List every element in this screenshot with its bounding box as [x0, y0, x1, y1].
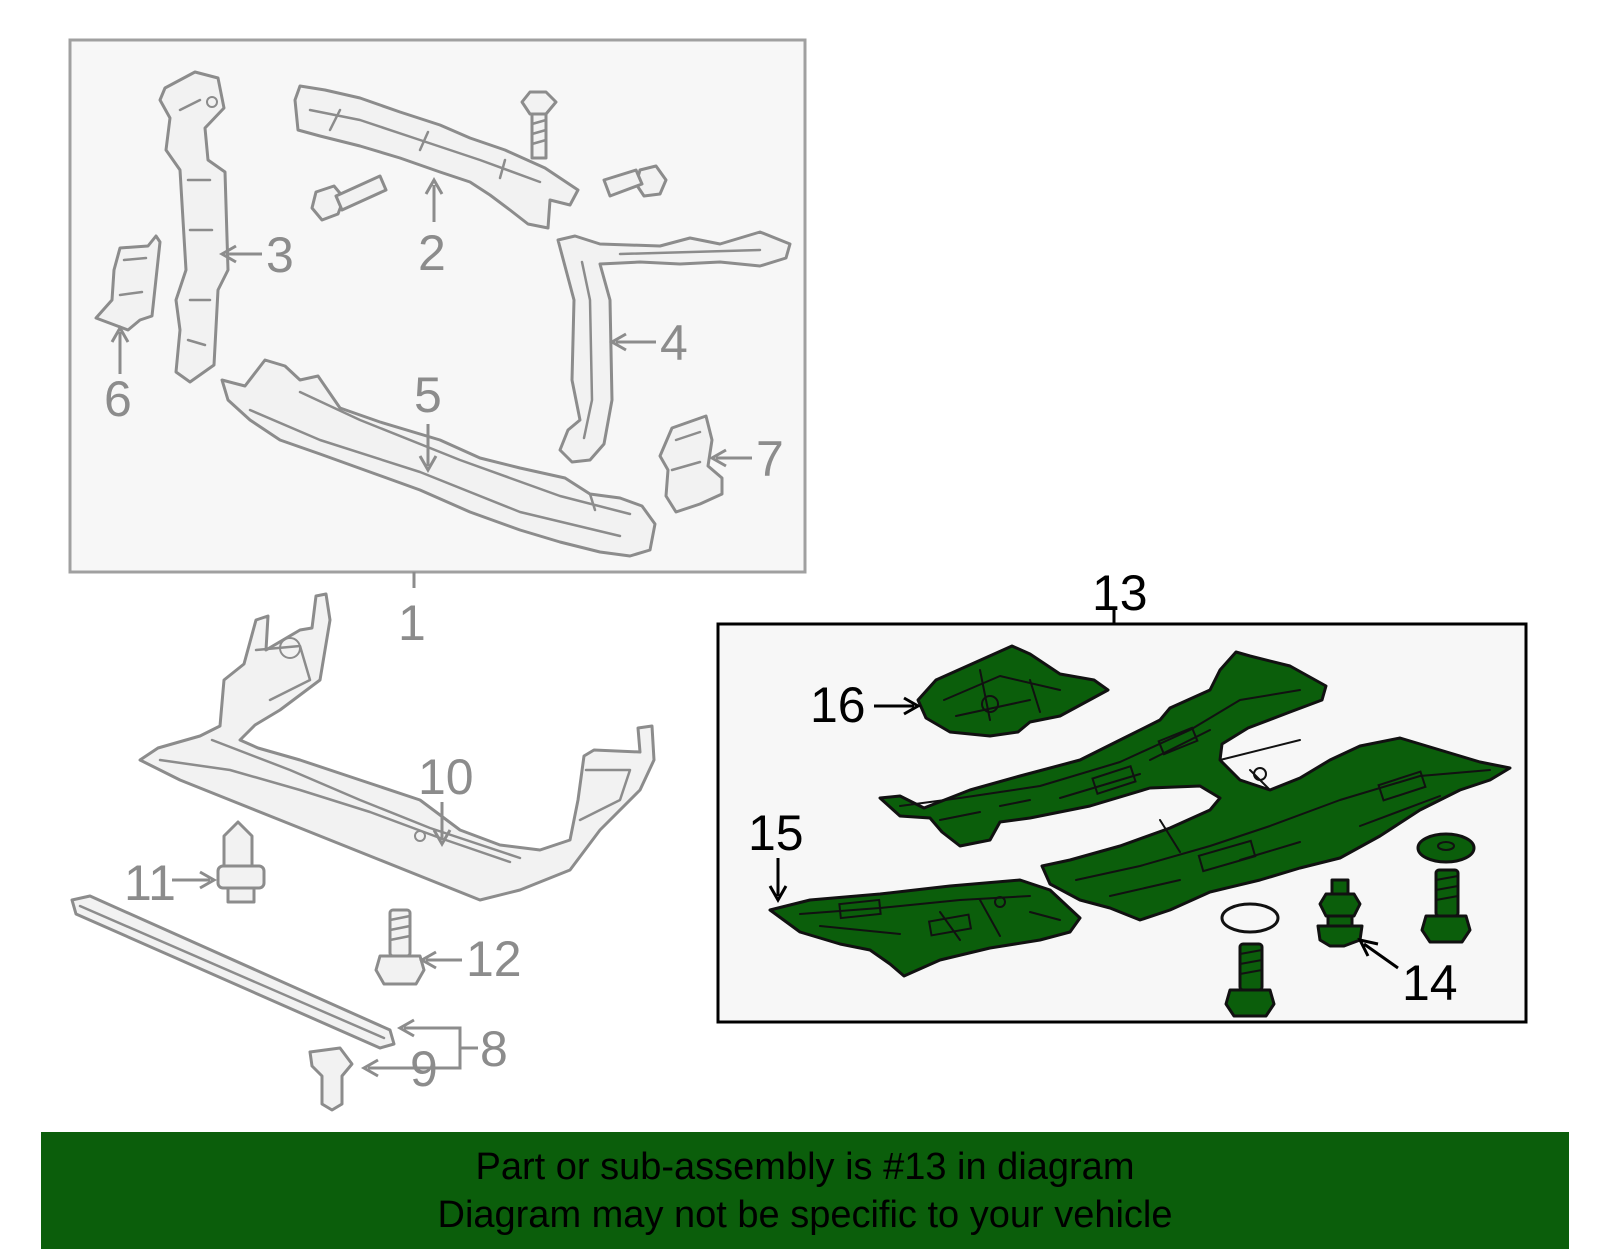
part-3-side-bracket[interactable]	[158, 70, 230, 384]
part-13-main-undercover[interactable]	[878, 650, 1512, 922]
part-5-lower-crossmember[interactable]	[220, 358, 657, 558]
part-9-clip[interactable]	[308, 1046, 354, 1112]
callout-7: 7	[756, 431, 784, 487]
callout-12: 12	[466, 931, 522, 987]
callout-5: 5	[414, 367, 442, 423]
callout-8: 8	[480, 1021, 508, 1077]
banner-line-2: Diagram may not be specific to your vehi…	[437, 1193, 1173, 1236]
part-10-lower-cover[interactable]	[138, 592, 656, 902]
callout-4: 4	[660, 315, 688, 371]
callout-3: 3	[266, 227, 294, 283]
callout-10: 10	[418, 749, 474, 805]
part-11-clip[interactable]	[216, 820, 266, 904]
callout-1: 1	[398, 595, 426, 651]
part-14-bolt[interactable]	[1224, 942, 1276, 1018]
info-banner: Part or sub-assembly is #13 in diagram D…	[41, 1132, 1569, 1249]
callout-15: 15	[748, 805, 804, 861]
callout-14: 14	[1402, 955, 1458, 1011]
part-2-upper-support[interactable]	[293, 84, 580, 230]
banner-line-1: Part or sub-assembly is #13 in diagram	[475, 1145, 1135, 1188]
bolt-upper-1[interactable]	[520, 90, 558, 160]
part-12-bolt[interactable]	[374, 908, 426, 986]
part-7-bracket[interactable]	[658, 414, 724, 514]
part-14-washer-bolt[interactable]	[1416, 832, 1476, 944]
callout-16: 16	[810, 677, 866, 733]
callout-13: 13	[1092, 565, 1148, 621]
callout-9: 9	[410, 1041, 438, 1097]
callout-2: 2	[418, 225, 446, 281]
part-15-cover[interactable]	[768, 878, 1082, 978]
callout-6: 6	[104, 371, 132, 427]
part-8-strip[interactable]	[70, 894, 396, 1050]
part-4-side-frame[interactable]	[556, 230, 792, 464]
part-16-cover[interactable]	[916, 644, 1110, 738]
part-14-clip[interactable]	[1316, 878, 1364, 948]
bolt-upper-2[interactable]	[310, 174, 388, 222]
part-6-bracket[interactable]	[94, 234, 162, 332]
part-14-oring[interactable]	[1220, 902, 1280, 934]
callout-11: 11	[124, 855, 176, 911]
bolt-upper-3[interactable]	[602, 164, 668, 198]
